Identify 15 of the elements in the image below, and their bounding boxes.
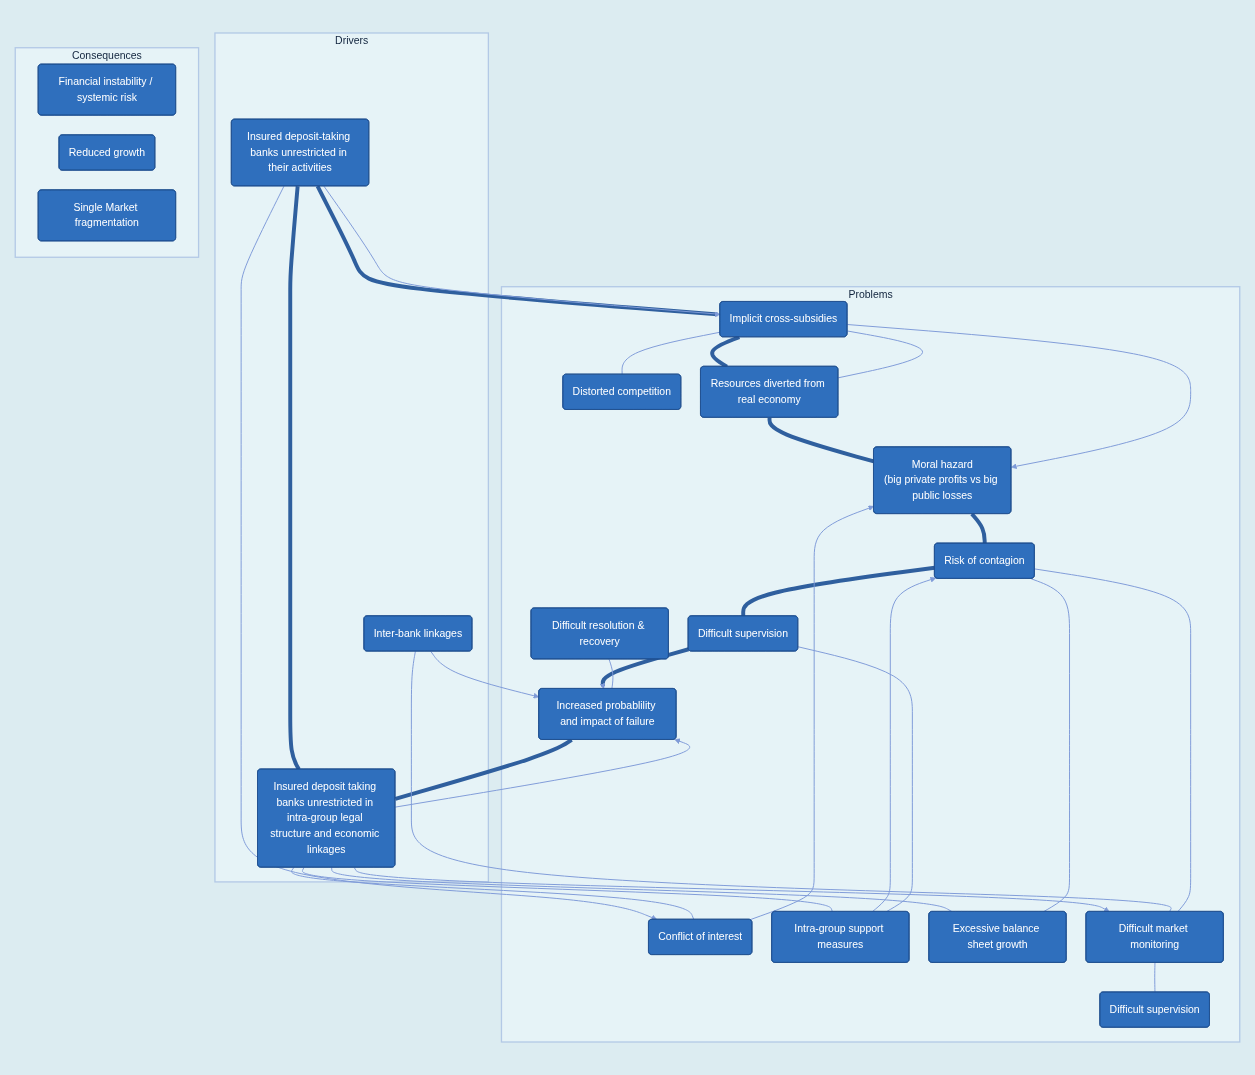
connector [1030, 578, 1070, 913]
connector [394, 738, 573, 801]
arrow [599, 647, 690, 689]
connector [331, 867, 953, 913]
connector [291, 867, 695, 921]
connector [1034, 568, 1192, 913]
connector [970, 512, 987, 544]
connector [608, 658, 614, 690]
connector [621, 331, 721, 375]
connector [797, 646, 913, 913]
connector [837, 330, 924, 379]
connector [767, 417, 875, 464]
connector [301, 867, 833, 913]
connector [741, 565, 935, 617]
connector [1154, 962, 1156, 993]
